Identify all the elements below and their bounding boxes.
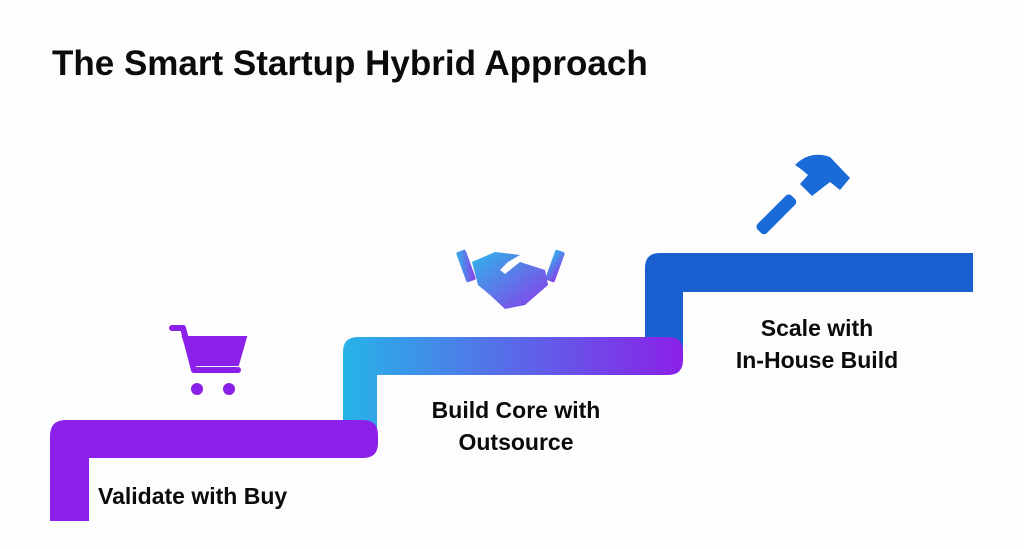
step-2-line2: Outsource <box>458 429 574 455</box>
step-3-line2: In-House Build <box>735 347 899 373</box>
step-3-label: Scale with In-House Build <box>697 312 937 376</box>
hammer-icon <box>756 154 850 235</box>
step-1-label: Validate with Buy <box>98 480 338 512</box>
page-title: The Smart Startup Hybrid Approach <box>52 44 648 83</box>
step-2-label: Build Core with Outsource <box>396 394 636 458</box>
step-2-bar <box>343 337 683 440</box>
handshake-icon <box>456 249 565 309</box>
step-2-line1: Build Core with <box>431 397 601 423</box>
step-1-line1: Validate with Buy <box>98 483 288 509</box>
step-3-line1: Scale with <box>760 315 874 341</box>
step-3-bar <box>645 253 973 350</box>
step-1-bar <box>50 420 378 521</box>
shopping-cart-icon <box>169 325 248 395</box>
